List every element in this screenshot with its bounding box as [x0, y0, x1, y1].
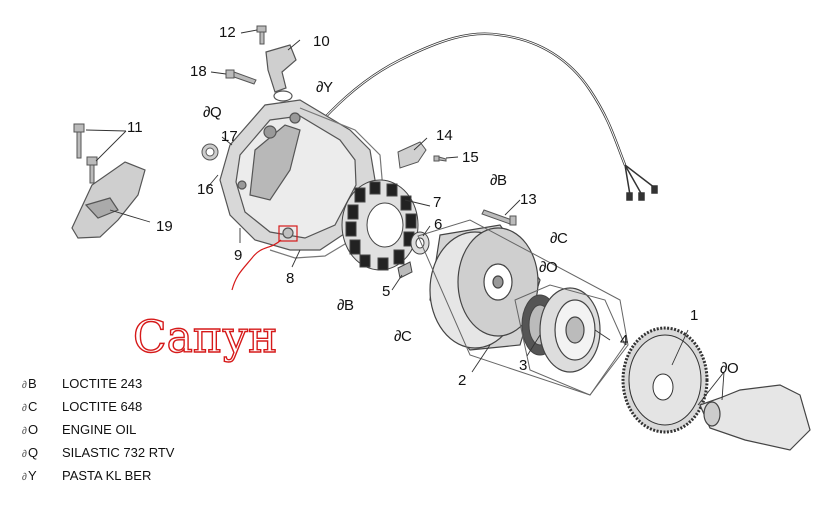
- legend-row: ∂O ENGINE OIL: [22, 418, 174, 441]
- screw-15: [433, 155, 447, 162]
- screw-12: [256, 25, 267, 45]
- clutch-group-outline: [514, 284, 626, 396]
- seal-17: [205, 147, 215, 157]
- breather-pointer-line: [231, 239, 282, 291]
- callout-10: 10: [313, 33, 330, 50]
- symbol-marker-c-stud: ∂ C: [394, 328, 412, 345]
- callout-6: 6: [434, 216, 442, 233]
- legend-label: PASTA KL BER: [62, 468, 152, 483]
- flywheel-rotor: [429, 224, 541, 351]
- callout-9: 9: [234, 247, 242, 264]
- svg-text:O: O: [546, 259, 558, 276]
- symbol-marker-b-stator: ∂ B: [337, 297, 354, 314]
- legend-symbol: C: [27, 399, 38, 414]
- callout-11: 11: [127, 119, 143, 136]
- callout-17: 17: [221, 128, 238, 145]
- legend-label: SILASTIC 732 RTV: [62, 445, 175, 460]
- drop-icon: ∂: [22, 449, 27, 460]
- svg-text:Q: Q: [210, 104, 222, 121]
- callout-8: 8: [286, 270, 294, 287]
- legend-row: ∂Q SILASTIC 732 RTV: [22, 441, 174, 464]
- stud-5: [397, 261, 413, 279]
- rotor-group-outline: [417, 219, 629, 396]
- starter-driven-gear: [621, 326, 709, 434]
- symbol-marker-o-gear: ∂ O: [720, 360, 739, 377]
- svg-text:C: C: [557, 230, 568, 247]
- leader-lines: [85, 29, 725, 406]
- svg-text:Y: Y: [323, 79, 333, 96]
- bolt-13: [481, 209, 517, 226]
- svg-text:C: C: [401, 328, 412, 345]
- alternator-cover: [219, 99, 376, 251]
- callout-1: 1: [690, 307, 698, 324]
- adhesive-legend: ∂B LOCTITE 243 ∂C LOCTITE 648 ∂O ENGINE …: [22, 372, 174, 487]
- svg-text:B: B: [497, 172, 507, 189]
- wire-harness-inner: [299, 33, 626, 166]
- callout-4: 4: [620, 332, 628, 349]
- bracket-14: [397, 141, 427, 169]
- svg-text:∂: ∂: [720, 360, 727, 377]
- bolts-11: [73, 123, 98, 184]
- legend-symbol: B: [27, 376, 37, 391]
- drop-icon: ∂: [22, 472, 27, 483]
- legend-symbol: O: [27, 422, 39, 437]
- symbol-marker-b-13: ∂ B: [490, 172, 507, 189]
- clutch-housing: [539, 287, 601, 373]
- callout-7: 7: [433, 194, 441, 211]
- callout-18: 18: [190, 63, 207, 80]
- screw-18: [225, 69, 257, 85]
- callout-15: 15: [462, 149, 479, 166]
- callout-19: 19: [156, 218, 173, 235]
- stator: [341, 179, 419, 271]
- pickup-sensor: [265, 44, 297, 102]
- drop-icon: ∂: [22, 426, 27, 437]
- svg-text:∂: ∂: [539, 259, 546, 276]
- svg-text:O: O: [727, 360, 739, 377]
- legend-row: ∂Y PASTA KL BER: [22, 464, 174, 487]
- svg-text:∂: ∂: [203, 104, 210, 121]
- drop-icon: ∂: [22, 380, 27, 391]
- svg-text:∂: ∂: [337, 297, 344, 314]
- drop-icon: ∂: [22, 403, 27, 414]
- legend-label: LOCTITE 243: [62, 376, 143, 391]
- crankshaft-end: [699, 384, 811, 451]
- breather-highlight-box: [278, 225, 298, 242]
- legend-label: ENGINE OIL: [62, 422, 137, 437]
- svg-text:∂: ∂: [490, 172, 497, 189]
- handwritten-note: Сапун: [133, 312, 277, 363]
- legend-row: ∂C LOCTITE 648: [22, 395, 174, 418]
- svg-text:B: B: [344, 297, 354, 314]
- svg-text:∂: ∂: [550, 230, 557, 247]
- symbol-marker-c-rotor: ∂ C: [550, 230, 568, 247]
- legend-row: ∂B LOCTITE 243: [22, 372, 174, 395]
- symbol-marker-y: ∂ Y: [316, 79, 333, 96]
- svg-text:∂: ∂: [316, 79, 323, 96]
- callout-13: 13: [520, 191, 537, 208]
- callout-12: 12: [219, 24, 236, 41]
- callout-3: 3: [519, 357, 527, 374]
- legend-label: LOCTITE 648: [62, 399, 143, 414]
- legend-symbol: Q: [27, 445, 39, 460]
- legend-symbol: Y: [27, 468, 37, 483]
- callout-16: 16: [197, 181, 214, 198]
- svg-text:∂: ∂: [394, 328, 401, 345]
- callout-5: 5: [382, 283, 390, 300]
- callout-2: 2: [458, 372, 466, 389]
- guard-19: [71, 161, 146, 239]
- symbol-marker-o-clutch: ∂ O: [539, 259, 558, 276]
- wire-ends: [624, 164, 658, 201]
- symbol-marker-q: ∂ Q: [203, 104, 222, 121]
- callout-14: 14: [436, 127, 453, 144]
